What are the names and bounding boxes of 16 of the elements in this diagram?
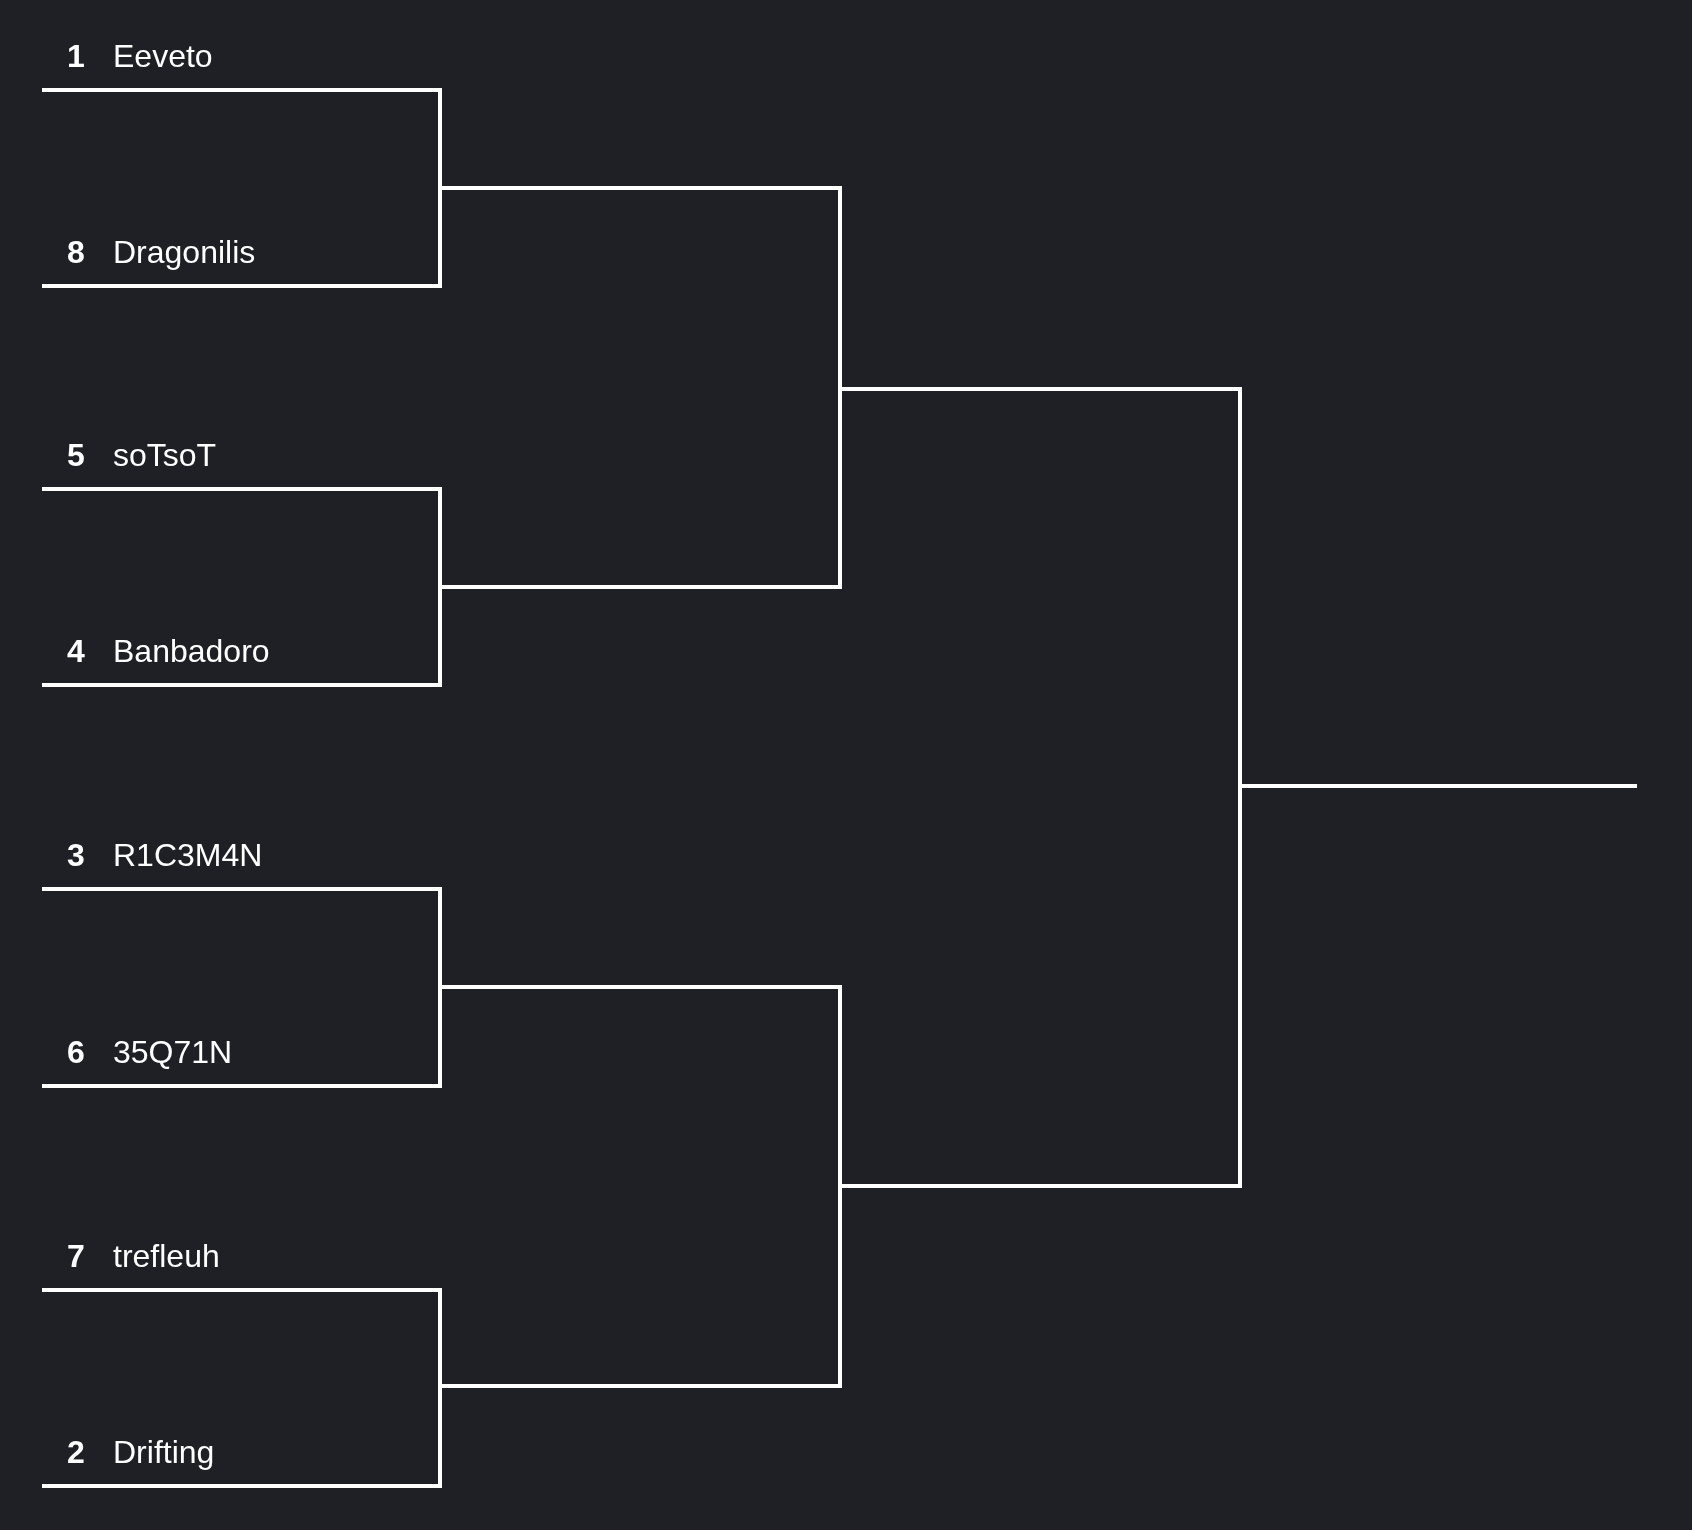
seed-number: 8: [67, 236, 85, 268]
seed-number: 5: [67, 439, 85, 471]
player-name: trefleuh: [113, 1240, 220, 1272]
player-name: Banbadoro: [113, 635, 270, 667]
player-name: R1C3M4N: [113, 839, 263, 871]
seed-number: 4: [67, 635, 85, 667]
player-name: soTsoT: [113, 439, 217, 471]
seed-number: 2: [67, 1436, 85, 1468]
seed-number: 7: [67, 1240, 85, 1272]
player-name: Drifting: [113, 1436, 215, 1468]
seed-number: 6: [67, 1036, 85, 1068]
player-name: Dragonilis: [113, 236, 256, 268]
player-name: 35Q71N: [113, 1036, 233, 1068]
seed-number: 3: [67, 839, 85, 871]
seed-number: 1: [67, 40, 85, 72]
player-name: Eeveto: [113, 40, 213, 72]
